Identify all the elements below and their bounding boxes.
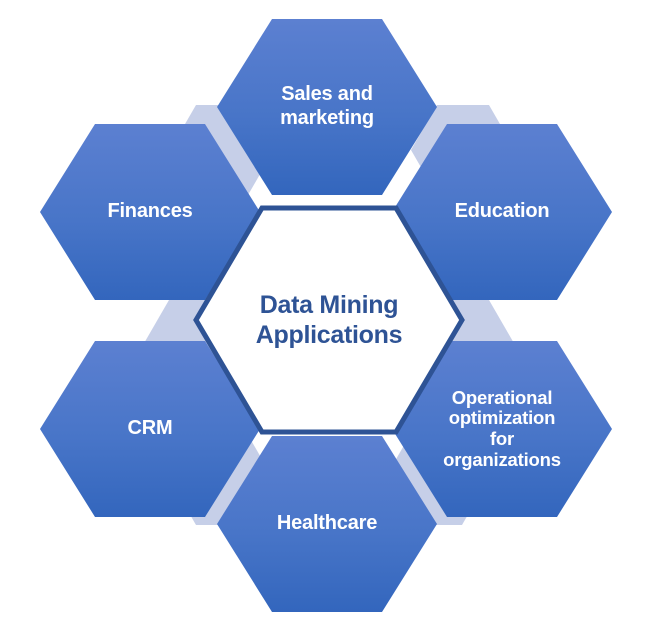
hexagon-finances[interactable] (40, 124, 260, 300)
hexagon-center-data-mining-applications[interactable] (193, 205, 465, 435)
application-hexagons (40, 19, 612, 612)
hexagon-operational-optimization[interactable] (392, 341, 612, 517)
hexagon-education[interactable] (392, 124, 612, 300)
hexagon-sales-and-marketing[interactable] (217, 19, 437, 195)
hexagon-crm[interactable] (40, 341, 260, 517)
hexagon-healthcare[interactable] (217, 436, 437, 612)
